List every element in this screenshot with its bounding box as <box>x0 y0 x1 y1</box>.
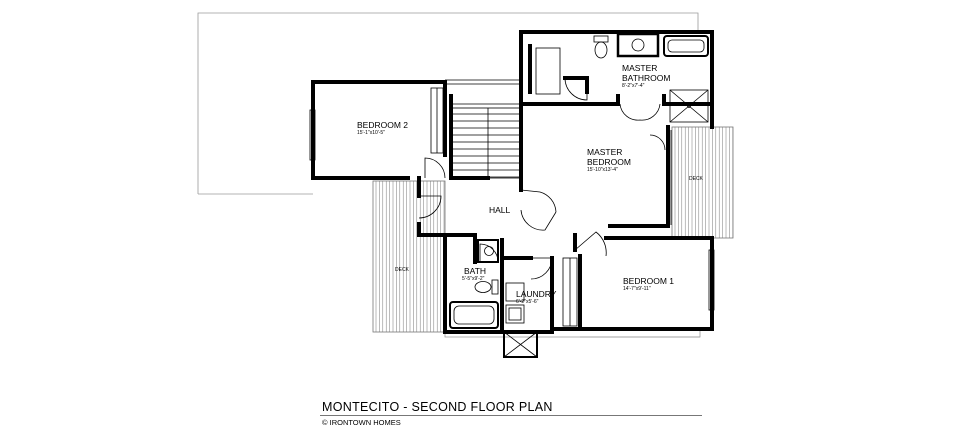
window-bedroom2-west <box>309 109 316 161</box>
wall-bedroom1-north <box>604 236 714 331</box>
master-shower-drain <box>687 104 691 108</box>
roof-outline-top <box>197 12 699 194</box>
master-bathroom-name-1: MASTER <box>622 63 657 73</box>
laundry-appliance-2-inner <box>508 307 522 321</box>
master-shower <box>669 89 709 123</box>
hall-name: HALL <box>489 205 511 215</box>
master-sink <box>631 38 645 52</box>
staircase <box>450 103 522 179</box>
deck-left <box>372 180 446 333</box>
master-toilet-tank <box>593 35 609 43</box>
window-bedroom1-east <box>708 249 715 311</box>
wall-hall-west-b <box>417 222 477 237</box>
door-master-closet-b <box>649 134 666 151</box>
bath-tub-inner <box>453 305 495 325</box>
roof-outline <box>197 12 701 338</box>
master-bedroom-name-1: MASTER <box>587 147 622 157</box>
door-bedroom1 <box>574 231 607 257</box>
master-bathroom-name-2: BATHROOM <box>622 73 670 83</box>
wall-master-bath-south-b <box>662 94 714 106</box>
bedroom2-dims: 15'-1"x10'-5" <box>357 130 385 136</box>
bath-sink <box>484 246 494 256</box>
deck-right <box>671 126 734 239</box>
wall-bath-west <box>443 233 504 334</box>
bedroom1-name: BEDROOM 1 <box>623 276 674 286</box>
bath-tub <box>449 301 499 329</box>
laundry-appliance-2 <box>505 304 525 324</box>
caption-divider <box>320 415 702 416</box>
closet-master <box>535 47 561 95</box>
master-bathroom-dims: 8'-2"x7'-4" <box>622 83 645 89</box>
laundry-appliance-1 <box>505 282 525 302</box>
master-bedroom-name-2: BEDROOM <box>587 157 631 167</box>
bath-name: BATH <box>464 266 486 276</box>
chimney <box>503 331 538 358</box>
bath-vanity <box>477 239 499 263</box>
bedroom1-dims: 14'-7"x9'-11" <box>623 286 651 292</box>
plan-title: MONTECITO - SECOND FLOOR PLAN <box>322 400 553 414</box>
bedroom2-name: BEDROOM 2 <box>357 120 408 130</box>
roof-outline-bottom <box>444 329 701 338</box>
master-tub-inner <box>667 39 705 53</box>
door-laundry <box>530 257 553 280</box>
room-labels: BEDROOM 2 15'-1"x10'-5" MASTER BATHROOM … <box>357 63 704 305</box>
deck-left-boards <box>375 181 445 332</box>
walls <box>311 30 714 334</box>
bath-toilet-bowl <box>474 281 492 293</box>
door-master-bedroom-b <box>520 209 557 231</box>
chimney-x2 <box>503 331 538 358</box>
door-master-bedroom <box>520 189 557 213</box>
stair-outline <box>450 107 522 179</box>
doors <box>418 77 666 280</box>
deck-right-outline <box>671 126 734 239</box>
master-tub <box>663 35 709 57</box>
laundry-name: LAUNDRY <box>516 289 557 299</box>
fixtures <box>449 32 709 358</box>
door-bedroom2 <box>424 157 446 179</box>
thin-walls <box>309 47 715 327</box>
master-vanity <box>616 32 660 58</box>
deck-left-label: DECK <box>395 267 410 273</box>
deck-right-boards <box>674 127 734 238</box>
copyright-text: © IRONTOWN HOMES <box>322 418 401 427</box>
deck-right-label: DECK <box>689 176 704 182</box>
door-hall-west <box>418 195 442 219</box>
master-shower-x2 <box>669 89 709 123</box>
wall-master-bath-north <box>519 30 714 129</box>
bath-dims: 5'-5"x9'-2" <box>462 276 485 282</box>
laundry-dims: 6'-2"x5'-6" <box>516 299 539 305</box>
bath-toilet-tank <box>491 279 499 295</box>
door-master-bath <box>619 103 661 121</box>
deck-left-outline <box>372 180 446 333</box>
master-bedroom-dims: 15'-10"x13'-4" <box>587 167 618 173</box>
wall-master-bath-south <box>519 94 620 106</box>
master-toilet-bowl <box>594 41 608 59</box>
door-master-closet <box>564 77 588 101</box>
